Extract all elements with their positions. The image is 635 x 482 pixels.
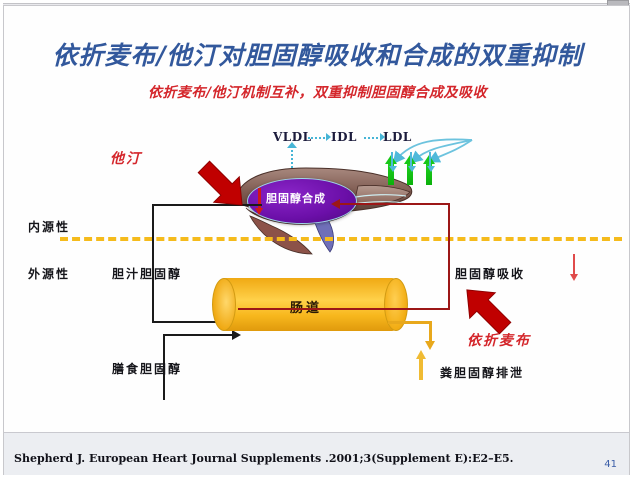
label-intestine: 肠道 bbox=[290, 301, 323, 316]
ldl-uptake-arrow-icon-1 bbox=[389, 152, 397, 172]
dietary-path-segment-vertical bbox=[163, 334, 165, 400]
label-biliary-cholesterol: 胆汁胆固醇 bbox=[112, 267, 183, 281]
intestine-cap-left bbox=[212, 278, 236, 331]
dietary-path-arrowhead-icon bbox=[232, 330, 241, 340]
absorption-path-segment-top bbox=[339, 203, 450, 205]
absorption-path-segment-right bbox=[448, 203, 450, 310]
slide-subtitle: 依折麦布/他汀机制互补，双重抑制胆固醇合成及吸收 bbox=[147, 85, 488, 101]
fecal-excretion-increase-arrow-icon bbox=[416, 350, 426, 380]
label-fecal-cholesterol-excretion: 粪胆固醇排泄 bbox=[440, 366, 525, 380]
absorption-path-arrowhead-icon bbox=[331, 199, 340, 209]
liver-to-vldl-arrowhead-icon bbox=[287, 142, 297, 148]
biliary-path-segment-bottom bbox=[152, 321, 234, 323]
label-vldl: VLDL bbox=[273, 130, 312, 144]
label-ldl: LDL bbox=[383, 130, 412, 144]
synthesis-decrease-arrow-icon bbox=[255, 188, 263, 215]
statin-block-arrow-icon bbox=[197, 160, 243, 206]
membrane-divider bbox=[60, 237, 622, 241]
ldl-uptake-arrow-icon-3 bbox=[427, 152, 435, 172]
excretion-path-segment-horizontal bbox=[388, 321, 432, 324]
absorption-path-segment-bottom bbox=[238, 308, 450, 310]
intestine-body bbox=[222, 278, 396, 331]
cholesterol-synthesis-badge bbox=[247, 178, 357, 224]
label-dietary-cholesterol: 膳食胆固醇 bbox=[112, 362, 183, 376]
citation-text: Shepherd J. European Heart Journal Suppl… bbox=[14, 452, 514, 465]
footer-band bbox=[4, 432, 629, 475]
biliary-path-segment-left bbox=[152, 204, 154, 323]
label-cholesterol-absorption: 胆固醇吸收 bbox=[455, 267, 526, 281]
excretion-path-segment-vertical bbox=[429, 321, 432, 343]
cholesterol-synthesis-label: 胆固醇合成 bbox=[266, 192, 326, 205]
absorption-decrease-arrow-icon bbox=[570, 254, 578, 281]
biliary-path-segment-top bbox=[152, 204, 262, 206]
vldl-to-idl-arrowhead-icon bbox=[326, 133, 331, 141]
liver-to-vldl-connector bbox=[291, 146, 293, 184]
slide-title: 依折麦布/他汀对胆固醇吸收和合成的双重抑制 bbox=[52, 41, 583, 70]
label-statin: 他汀 bbox=[110, 151, 142, 167]
excretion-path-arrowhead-icon bbox=[425, 341, 435, 350]
idl-to-ldl-connector bbox=[364, 137, 382, 139]
page-number: 41 bbox=[604, 459, 617, 470]
dietary-path-segment-horizontal bbox=[163, 334, 234, 336]
vldl-to-idl-connector bbox=[308, 137, 328, 139]
label-ezetimibe: 依折麦布 bbox=[467, 333, 531, 349]
idl-to-ldl-arrowhead-icon bbox=[380, 133, 385, 141]
label-endogenous: 内源性 bbox=[28, 220, 71, 234]
label-idl: IDL bbox=[331, 130, 357, 144]
label-exogenous: 外源性 bbox=[28, 267, 71, 281]
ezetimibe-block-arrow-icon bbox=[466, 289, 512, 335]
ldl-uptake-arrow-icon-2 bbox=[408, 152, 416, 172]
